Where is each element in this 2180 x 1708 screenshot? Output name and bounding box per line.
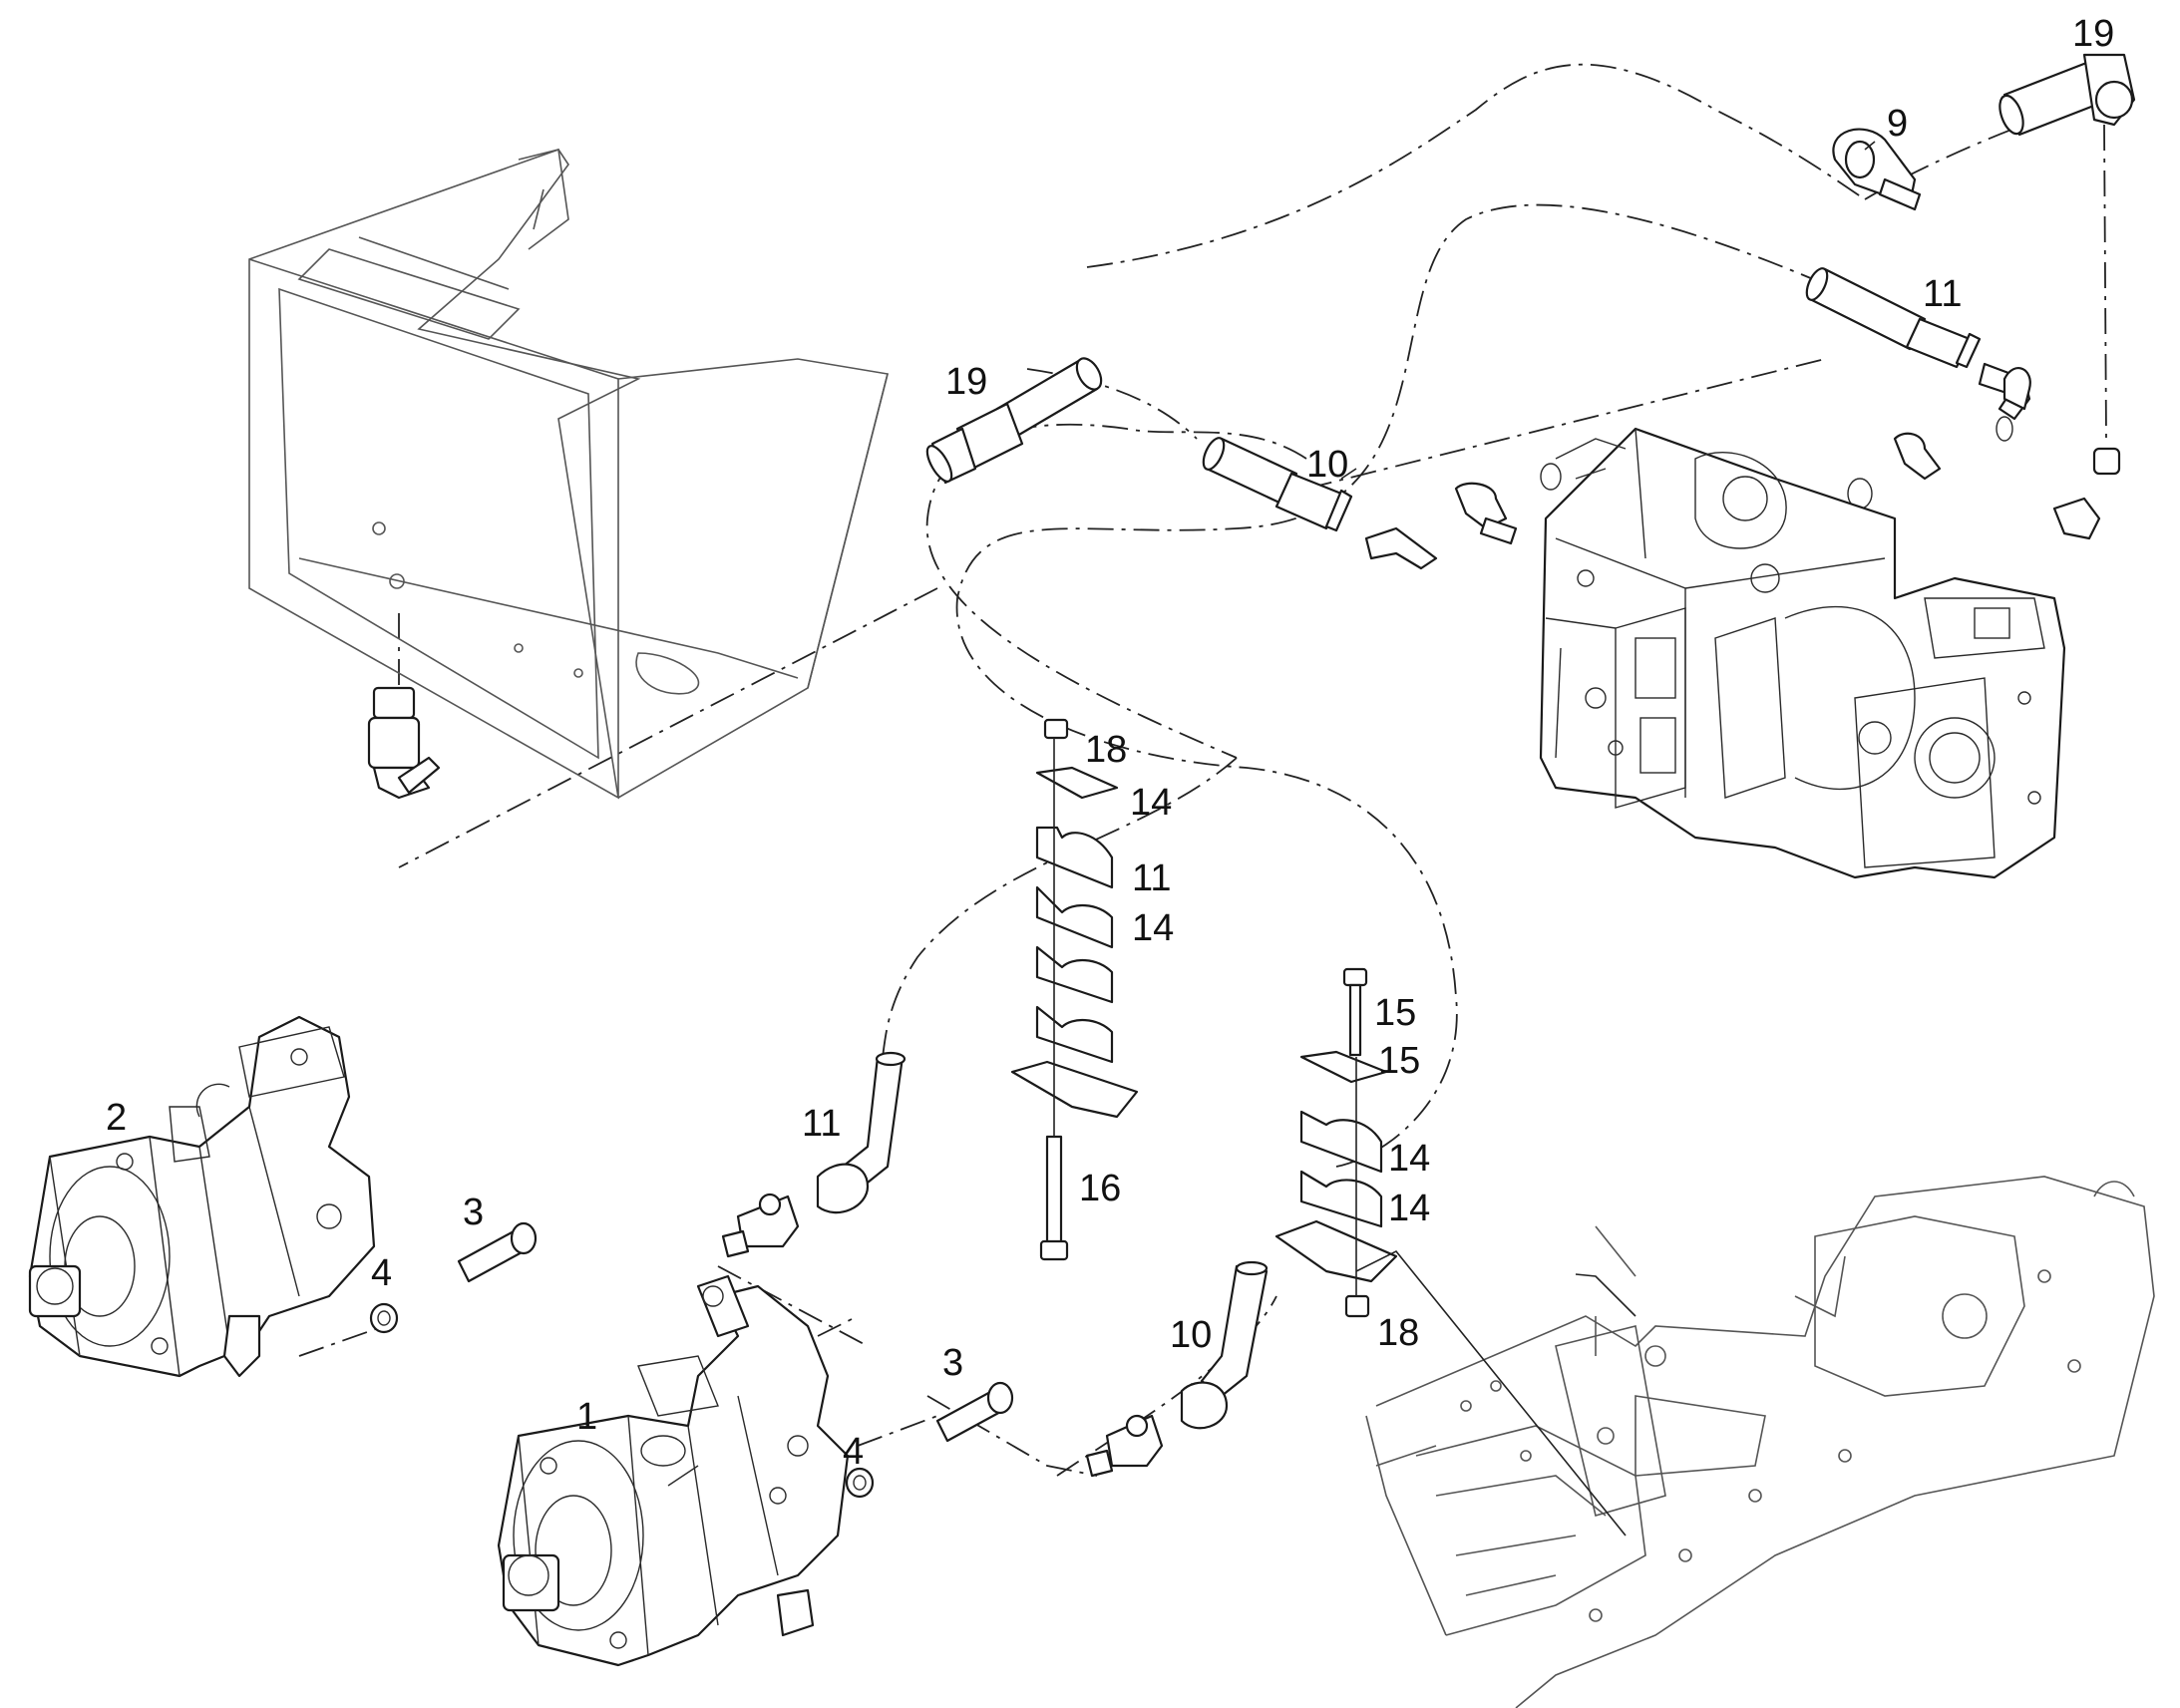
route-d xyxy=(925,423,1307,759)
clamp-9 xyxy=(1832,128,1922,211)
washer-4-lower xyxy=(845,1467,875,1499)
bolt-3-upper xyxy=(457,1221,538,1283)
callout-11-upper: 11 xyxy=(1923,273,1963,315)
route-g xyxy=(1026,368,1198,440)
route-n xyxy=(857,1415,938,1447)
main-tandem-pump xyxy=(1539,427,2066,879)
route-a xyxy=(1086,63,1866,268)
route-m xyxy=(298,1325,385,1357)
hydraulic-tank-bracket xyxy=(248,149,889,800)
callout-3-upper: 3 xyxy=(463,1192,485,1233)
callout-17: 16 xyxy=(1079,1168,1122,1209)
machine-chassis xyxy=(1365,1176,2155,1708)
hose-11-lower xyxy=(816,1051,907,1214)
callout-18-lower: 18 xyxy=(1377,1312,1420,1354)
clamp-stack-right xyxy=(1274,967,1398,1318)
hose-10-lower xyxy=(1180,1260,1269,1430)
callout-9: 9 xyxy=(1887,103,1909,145)
callout-19-top-right: 19 xyxy=(2072,13,2115,55)
callout-1: 1 xyxy=(576,1396,598,1438)
callout-14-a: 11 xyxy=(1132,857,1172,899)
callout-3-lower: 3 xyxy=(942,1342,964,1384)
bolt-3-lower xyxy=(935,1381,1014,1443)
callout-14-d: 14 xyxy=(1388,1188,1431,1229)
callout-14-c: 14 xyxy=(1388,1138,1431,1180)
callout-2: 2 xyxy=(106,1097,128,1139)
hose-routing-lines xyxy=(298,63,2107,1497)
hose-10-upper xyxy=(1202,437,1353,532)
callout-15-upper: 14 xyxy=(1130,782,1173,824)
motor-2 xyxy=(28,1015,376,1378)
clamp-stack-center xyxy=(1010,718,1139,1261)
fitting-hose-11 xyxy=(721,1193,800,1258)
hose-19-upper-left xyxy=(925,357,1103,485)
callout-10-upper: 10 xyxy=(1306,444,1349,486)
callout-15-lower: 15 xyxy=(1378,1040,1421,1082)
callout-19-upper-left: 19 xyxy=(945,361,988,403)
route-k xyxy=(717,1265,869,1347)
callout-18-upper: 18 xyxy=(1085,729,1128,771)
callout-11-lower: 11 xyxy=(802,1103,842,1145)
route-f xyxy=(398,587,938,868)
route-b xyxy=(2103,124,2107,440)
callout-16: 15 xyxy=(1374,992,1417,1034)
hose-11-upper xyxy=(1805,267,1982,369)
pump-fittings xyxy=(1364,362,2121,570)
callout-4-lower: 4 xyxy=(843,1431,865,1473)
route-e xyxy=(877,757,1238,1078)
tank-elbow-fitting xyxy=(367,686,441,800)
callout-10-lower: 10 xyxy=(1170,1314,1213,1356)
motor-1 xyxy=(497,1274,850,1667)
fitting-hose-10 xyxy=(1085,1414,1164,1478)
callout-14-b: 14 xyxy=(1132,907,1175,949)
washer-4-upper xyxy=(369,1302,399,1334)
leader-lines xyxy=(1340,141,1876,1537)
callout-4-upper: 4 xyxy=(371,1252,393,1294)
hose-19-upper-right xyxy=(1998,53,2136,137)
route-l xyxy=(817,1315,859,1337)
route-c xyxy=(955,203,1826,1168)
